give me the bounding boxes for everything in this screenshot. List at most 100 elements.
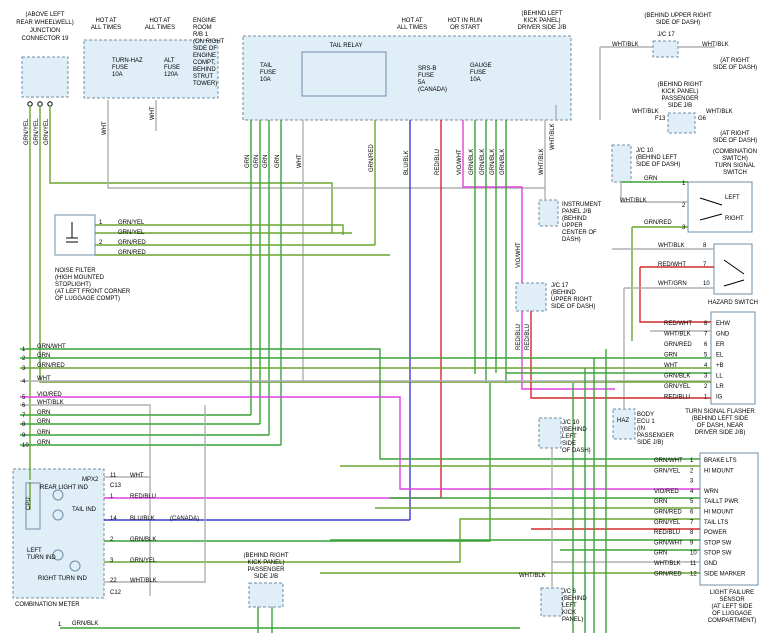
jc17-mid-label-0: J/C 17 [551, 283, 569, 289]
vertical-wire-label-0: GRN/YEL [24, 118, 30, 145]
engine-room-label-2: R/B 1 [193, 32, 209, 38]
flasher-wire-8: RED/WHT [664, 321, 692, 327]
jc6-label-1: (BEHIND [562, 596, 587, 602]
vertical-wire-label-18: WHT/BLK [539, 148, 545, 175]
mpx2-label: MPX2 [82, 477, 99, 483]
haz-wire-2: WHT/GRN [658, 281, 687, 287]
behind-right-kick-2: PASSENGER [662, 96, 700, 102]
sensor-name-6: HI MOUNT [704, 510, 734, 516]
flasher-label-0: TURN SIGNAL FLASHER [685, 409, 755, 415]
flasher-pin-3: 3 [704, 374, 708, 380]
hot-label-2-1: ALL TIMES [145, 25, 175, 31]
vertical-wire-label-6: GRN [254, 155, 260, 168]
gauge-fuse-2: 10A [470, 77, 481, 83]
haz-pin-10: 10 [703, 281, 710, 287]
vertical-wire-label-14: GRN/BLK [469, 149, 475, 175]
meter-pin-6: 22 [110, 578, 117, 584]
left-wire-4: WHT [37, 376, 51, 382]
sensor-pin-7: 7 [690, 520, 694, 526]
jc10-label-2: SIDE OF DASH) [636, 162, 680, 168]
body-ecu-label-1: ECU 1 [637, 419, 655, 425]
hot-label-1-1: ALL TIMES [91, 25, 121, 31]
vertical-wire-label-20: VIO/WHT [516, 242, 522, 268]
wire-vio-wht [462, 120, 523, 283]
sensor-pin-9: 9 [690, 540, 694, 546]
instrument-jb-label-4: CENTER OF [562, 230, 597, 236]
behind-right-kick-bottom-0: (BEHIND RIGHT [244, 553, 289, 559]
behind-right-kick-1: KICK PANEL) [662, 89, 699, 95]
left-pin-2: 2 [22, 356, 26, 362]
tail-relay-box [301, 51, 387, 97]
srs-b-fuse-2: 5A [418, 80, 425, 86]
tail-fuse-2: 10A [260, 77, 271, 83]
jc10-box [611, 144, 632, 183]
combo-switch-label-0: (COMBINATION [713, 149, 757, 155]
hot-label-1-0: HOT AT [95, 18, 116, 24]
at-right-1-1: SIDE OF DASH) [713, 65, 757, 71]
left-pin-4: 4 [22, 379, 26, 385]
junction-connector-label-3: CONNECTOR 19 [22, 36, 70, 42]
flasher-wire-7: WHT/BLK [664, 332, 691, 338]
sensor-name-5: TAILLT PWR [704, 499, 739, 505]
meter-wire-2: RED/BLU [130, 494, 156, 500]
left-wire-3: GRN/RED [37, 363, 65, 369]
left-turn-label-0: LEFT [27, 548, 42, 554]
junction-pin-2 [37, 101, 43, 107]
vertical-wire-label-5: GRN [245, 155, 251, 168]
behind-right-kick-bottom-2: PASSENGER [248, 567, 286, 573]
vertical-wire-label-11: BLU/BLK [404, 150, 410, 175]
wire-wht-1 [107, 100, 545, 189]
jc10-label-0: J/C 10 [636, 148, 654, 154]
rear-light-label: REAR LIGHT IND [40, 485, 89, 491]
left-wire-6: WHT/BLK [37, 400, 64, 406]
jc10-lower-label-2: LEFT [562, 434, 577, 440]
turn-signal-switch-box [687, 181, 753, 233]
wire-sensor-wht-blk11 [551, 448, 700, 588]
passenger-jb-box [667, 112, 696, 134]
haz-pin-8: 8 [703, 243, 707, 249]
engine-room-label-1: ROOM [193, 25, 212, 31]
rear-light-bulb [52, 489, 64, 501]
sensor-name-4: WRN [704, 489, 718, 495]
instrument-jb-box [538, 199, 559, 227]
noise-filter-label-0: NOISE FILTER [55, 268, 96, 274]
tail-ind-bulb [52, 509, 64, 521]
flasher-pin-4: 4 [704, 363, 708, 369]
turn-wire-1: WHT/BLK [620, 198, 647, 204]
sensor-wire-5: GRN [654, 499, 667, 505]
sensor-pin-5: 5 [690, 499, 694, 505]
flasher-name-2: LR [716, 384, 724, 390]
meter-label: COMBINATION METER [15, 602, 80, 608]
sensor-wire-7: GRN/YEL [654, 520, 681, 526]
meter-wire-5: GRN/YEL [130, 558, 157, 564]
vertical-wire-label-13: VIO/WHT [457, 149, 463, 175]
junction-pin-3 [47, 101, 53, 107]
left-wire-2: GRN [37, 353, 50, 359]
flasher-name-1: IG [716, 395, 723, 401]
meter-pin-5: 3 [110, 558, 114, 564]
wire-grn-red-turn [631, 226, 688, 341]
body-ecu-label-2: (IN [637, 426, 645, 432]
turn-haz-fuse-1: FUSE [112, 65, 128, 71]
left-wire-10: GRN [37, 440, 50, 446]
sensor-wire-11: WHT/BLK [654, 561, 681, 567]
right-turn-label: RIGHT TURN IND [38, 576, 87, 582]
behind-right-kick-bottom-1: KICK PANEL) [248, 560, 285, 566]
sensor-pin-4: 4 [690, 489, 694, 495]
nf-wire-0: GRN/YEL [118, 220, 145, 226]
vertical-wire-label-19: WHT/BLK [550, 123, 556, 150]
hot-label-2-0: HOT AT [149, 18, 170, 24]
sensor-pin-11: 11 [690, 561, 697, 567]
body-ecu-label-3: PASSENGER [637, 433, 675, 439]
upper-right-label-1: SIDE OF DASH) [656, 20, 700, 26]
jc17-mid-label-1: (BEHIND [551, 290, 576, 296]
jc17-mid-label-3: SIDE OF DASH) [551, 304, 595, 310]
body-ecu-label-4: SIDE J/B) [637, 440, 663, 446]
left-wire-1: GRN/WHT [37, 344, 66, 350]
light-failure-label-2: (AT LEFT SIDE [711, 604, 752, 610]
alt-fuse-0: ALT [164, 58, 175, 64]
gauge-fuse-1: FUSE [470, 70, 486, 76]
at-right-1-0: (AT RIGHT [720, 58, 750, 64]
